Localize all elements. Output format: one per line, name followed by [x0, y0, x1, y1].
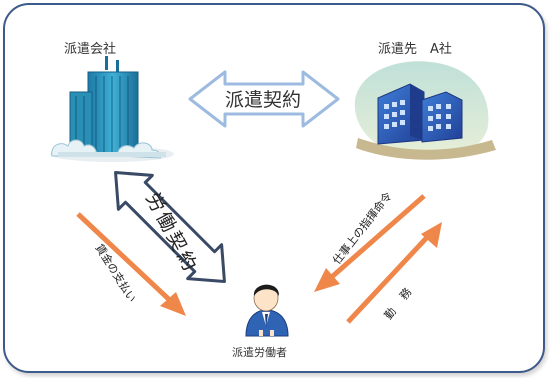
worker-label: 派遣労働者: [232, 346, 287, 359]
wage-payment-arrow: [76, 212, 186, 316]
dispatch-contract-arrow: [188, 70, 340, 128]
labor-arrow: [346, 222, 442, 324]
dispatch-company-label: 派遣会社: [64, 42, 117, 57]
dispatch-company-building-icon: [50, 56, 174, 162]
client-company-building-icon: [354, 61, 496, 160]
worker-person-icon: [245, 284, 289, 337]
work-instruction-arrow: [314, 194, 426, 292]
client-company-label: 派遣先 A社: [378, 42, 452, 57]
labor-contract-arrow: [114, 171, 226, 283]
dispatch-contract-label: 派遣契約: [225, 89, 301, 111]
